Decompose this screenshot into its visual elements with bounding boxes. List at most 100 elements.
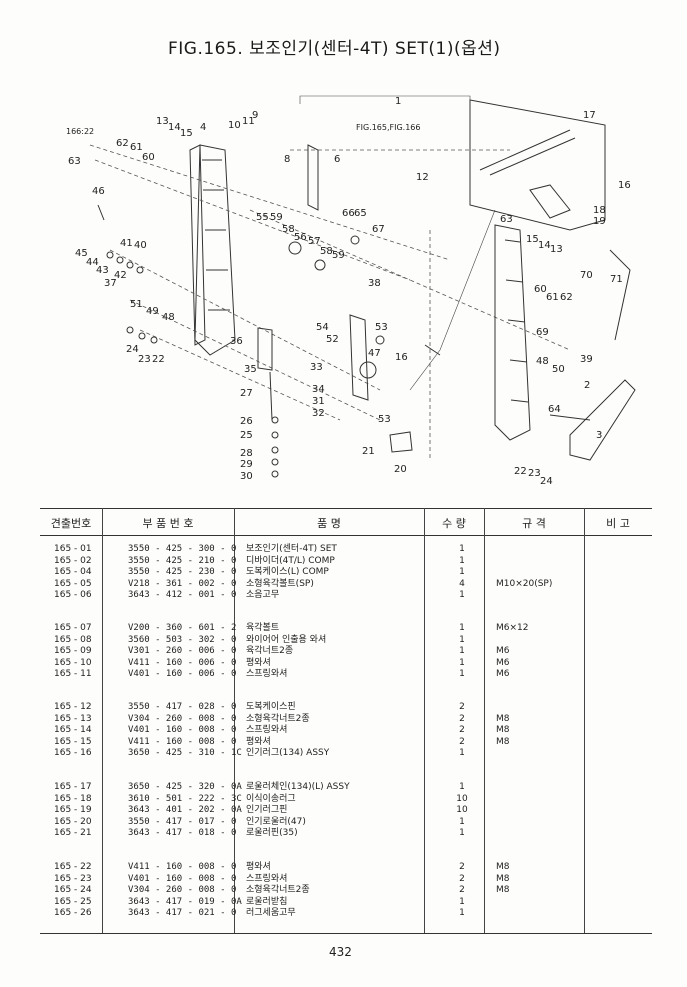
diagram-label: 22	[514, 466, 527, 477]
cell-name: 인기러그핀	[246, 805, 288, 816]
cell-ref: 165 - 06	[54, 590, 92, 601]
cell-ref: 165 - 26	[54, 908, 92, 919]
cell-name: 디바이더(4T/L) COMP	[246, 555, 335, 566]
diagram-label: 40	[134, 240, 147, 251]
diagram-label: 20	[394, 464, 407, 475]
diagram-label: 14	[538, 240, 551, 251]
diagram-label: 30	[240, 471, 253, 482]
cell-qty: 1	[459, 646, 465, 657]
cell-spec: M8	[496, 736, 510, 747]
column-divider	[102, 508, 103, 933]
diagram-label: 57	[308, 236, 321, 247]
cell-name: 로울러체인(134)(L) ASSY	[246, 782, 350, 792]
diagram-label: 18	[593, 205, 606, 216]
column-divider	[234, 508, 235, 933]
diagram-label: 42	[114, 270, 127, 281]
diagram-label: 14	[168, 122, 181, 133]
cell-spec: M8	[496, 885, 510, 896]
diagram-label: 1	[395, 96, 401, 107]
cell-qty: 1	[459, 908, 465, 919]
diagram-label: 71	[610, 274, 623, 285]
cell-qty: 2	[459, 702, 465, 712]
diagram-label: 59	[270, 212, 283, 223]
diagram-label: 53	[375, 322, 388, 333]
cell-ref: 165 - 09	[54, 646, 92, 657]
cell-ref: 165 - 13	[54, 713, 92, 724]
cell-qty: 1	[459, 816, 465, 827]
cell-spec: M8	[496, 873, 510, 884]
column-divider	[484, 508, 485, 933]
cell-qty: 1	[459, 634, 465, 645]
cell-ref: 165 - 10	[54, 657, 92, 668]
diagram-label: 16	[618, 180, 631, 191]
cell-qty: 1	[459, 623, 465, 633]
diagram-label: 33	[310, 362, 323, 373]
column-divider	[424, 508, 425, 933]
diagram-label: 13	[550, 244, 563, 255]
cell-part-no: 3550 - 417 - 017 - 0	[128, 816, 237, 827]
diagram-label: 6	[334, 154, 340, 165]
cell-qty: 2	[459, 713, 465, 724]
header-part-no: 부 품 번 호	[142, 517, 194, 530]
cell-ref: 165 - 18	[54, 793, 92, 804]
diagram-label: 49	[146, 306, 159, 317]
cell-name: 소형육각너트2종	[246, 713, 310, 724]
cell-qty: 1	[459, 657, 465, 668]
cell-ref: 165 - 23	[54, 873, 92, 884]
cell-name: 인기로울러(47)	[246, 816, 306, 827]
cell-qty: 10	[456, 805, 468, 816]
cell-qty: 1	[459, 544, 465, 554]
diagram-label: 19	[593, 216, 606, 227]
diagram-label: 21	[362, 446, 375, 457]
diagram-label: 36	[230, 336, 243, 347]
diagram-label: 54	[316, 322, 329, 333]
diagram-label: 39	[580, 354, 593, 365]
diagram-label: 37	[104, 278, 117, 289]
diagram-label: 46	[92, 186, 105, 197]
diagram-label: 51	[130, 299, 143, 310]
diagram-label: 24	[126, 344, 139, 355]
cell-qty: 2	[459, 873, 465, 884]
diagram-label: 52	[326, 334, 339, 345]
diagram-label: 58	[282, 224, 295, 235]
cell-name: 소음고무	[246, 590, 280, 601]
cell-ref: 165 - 14	[54, 725, 92, 736]
diagram-label: 9	[252, 110, 258, 121]
diagram-label: 35	[244, 364, 257, 375]
cell-name: 로울러핀(35)	[246, 828, 298, 839]
cell-part-no: 3643 - 417 - 018 - 0	[128, 828, 237, 839]
header-qty: 수 량	[442, 517, 466, 530]
cell-spec: M8	[496, 862, 510, 872]
parts-drawing: 1 FIG.165,FIG.166 166:22 17 16 18 19 13 …	[66, 95, 636, 487]
cell-part-no: 3560 - 503 - 302 - 0	[128, 634, 237, 645]
diagram-label: 24	[540, 476, 553, 487]
cell-part-no: V401 - 160 - 008 - 0	[128, 873, 237, 884]
diagram-label: 69	[536, 327, 549, 338]
cell-name: 인기러그(134) ASSY	[246, 748, 330, 759]
cell-ref: 165 - 25	[54, 896, 92, 907]
cell-spec: M6	[496, 646, 510, 657]
diagram-label: 38	[368, 278, 381, 289]
cell-name: 육각볼트	[246, 623, 280, 633]
diagram-label: 28	[240, 448, 253, 459]
diagram-label: 44	[86, 257, 99, 268]
diagram-label: 16	[395, 352, 408, 363]
cell-name: 평와셔	[246, 862, 271, 872]
cell-qty: 2	[459, 736, 465, 747]
cell-qty: 1	[459, 748, 465, 759]
